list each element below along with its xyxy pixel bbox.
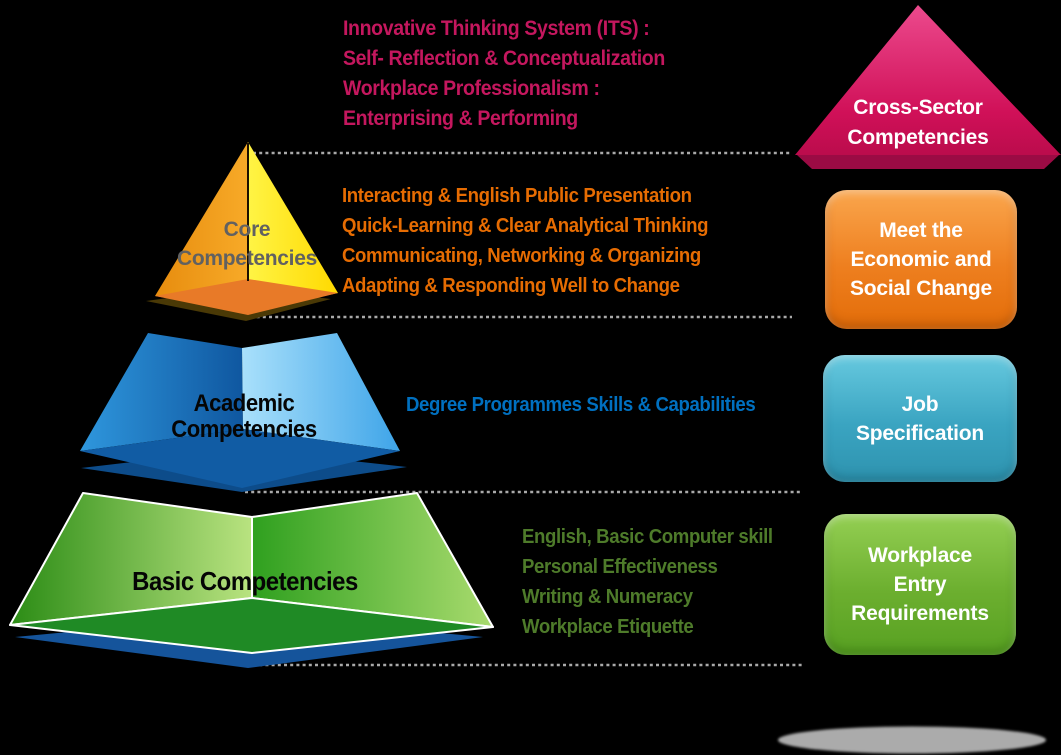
label-line: Workplace — [867, 544, 973, 567]
label-line: Social Change — [849, 277, 993, 300]
basic-tier — [9, 492, 494, 668]
cross-sector-triangle-label: Cross-Sector Competencies — [838, 93, 998, 153]
core-pyramid-left-face — [155, 142, 248, 312]
academic-tier-base — [80, 429, 400, 488]
core-pyramid-base — [155, 279, 338, 315]
text-line: Workplace Etiquette — [522, 616, 694, 638]
workplace-entry-box: Workplace Entry Requirements — [824, 514, 1016, 655]
academic-tier-left-face — [80, 333, 243, 451]
text-line: Innovative Thinking System (ITS) : — [343, 17, 650, 40]
text-line: Quick-Learning & Clear Analytical Thinki… — [342, 215, 709, 237]
basic-skills-text: English, Basic Computer skill Personal E… — [522, 522, 773, 642]
text-line: Self- Reflection & Conceptualization — [343, 47, 665, 70]
cross-sector-triangle-bevel — [797, 155, 1059, 169]
core-skills-text: Interacting & English Public Presentatio… — [342, 181, 708, 301]
label-line: Competencies — [177, 247, 317, 270]
core-pyramid — [146, 142, 338, 321]
core-pyramid-right-face — [248, 142, 338, 312]
label-line: Entry — [893, 573, 947, 596]
label-line: Competencies — [847, 126, 989, 149]
cross-sector-skills-text: Innovative Thinking System (ITS) : Self-… — [343, 14, 665, 134]
text-line: Enterprising & Performing — [343, 107, 578, 130]
label-line: Core — [223, 218, 271, 241]
text-line: Personal Effectiveness — [522, 556, 718, 578]
label-line: Job — [901, 392, 939, 416]
label-line: Economic and — [850, 248, 992, 271]
cross-sector-triangle-face — [795, 5, 1061, 155]
label-line: Specification — [855, 421, 985, 445]
label-line: Requirements — [851, 602, 989, 625]
core-competencies-label: Core Competencies — [147, 215, 347, 273]
cross-sector-triangle — [795, 5, 1061, 169]
academic-tier-right-face — [242, 333, 400, 451]
basic-competencies-label: Basic Competencies — [132, 566, 358, 596]
text-line: English, Basic Computer skill — [522, 526, 773, 548]
text-line: Workplace Professionalism : — [343, 77, 600, 100]
label-line: Meet the — [879, 219, 963, 242]
text-line: Interacting & English Public Presentatio… — [342, 185, 692, 207]
text-line: Communicating, Networking & Organizing — [342, 245, 701, 267]
economic-change-box: Meet the Economic and Social Change — [825, 190, 1017, 329]
basic-tier-base — [9, 597, 494, 654]
academic-skills-text: Degree Programmes Skills & Capabilities — [406, 392, 756, 418]
academic-competencies-label: Academic Competencies — [171, 390, 317, 443]
text-line: Adapting & Responding Well to Change — [342, 275, 680, 297]
text-line: Degree Programmes Skills & Capabilities — [406, 394, 756, 416]
job-specification-box: Job Specification — [823, 355, 1017, 482]
academic-tier — [80, 333, 407, 492]
text-line: Writing & Numeracy — [522, 586, 693, 608]
label-line: Cross-Sector — [853, 96, 983, 119]
ground-shadow-ellipse — [778, 726, 1046, 754]
